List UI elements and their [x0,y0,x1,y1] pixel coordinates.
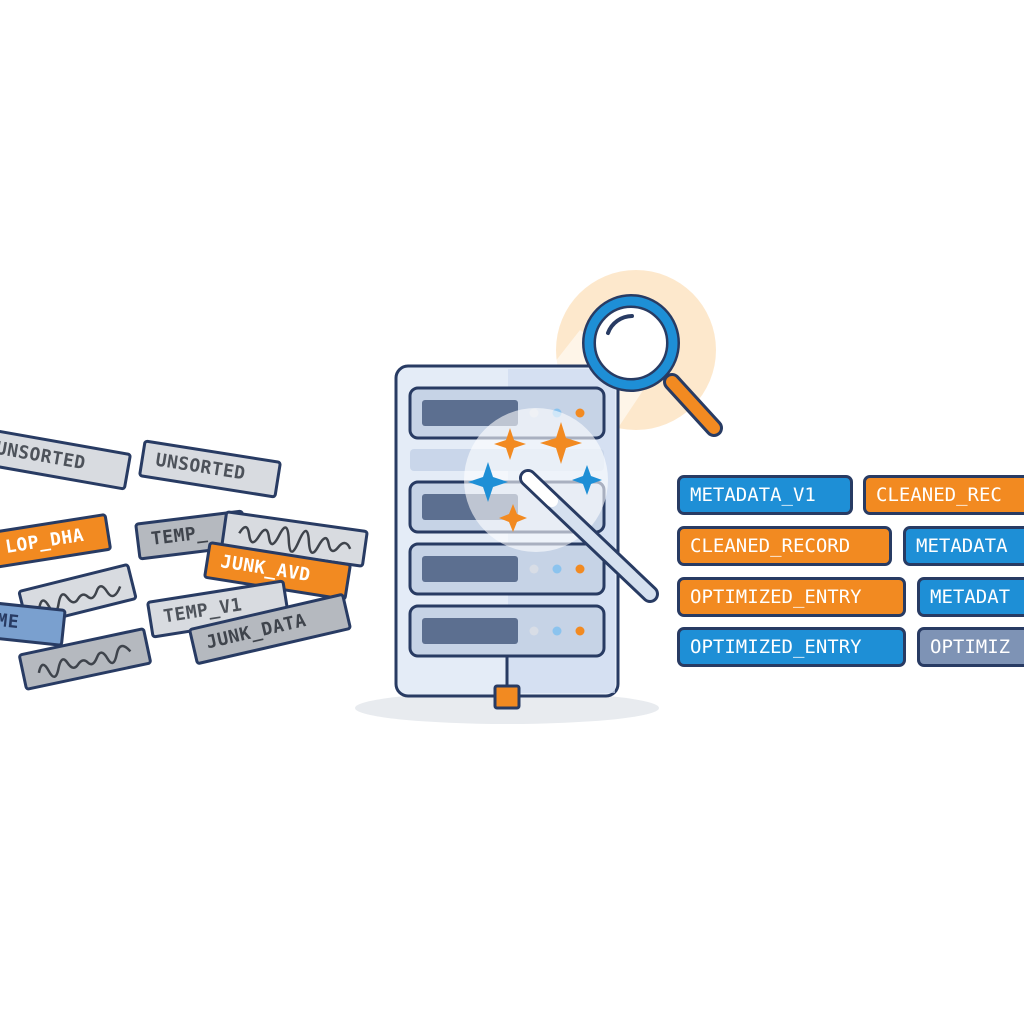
clean-tag: METADATA_V1 [677,475,853,515]
clean-tag: CLEANED_REC [863,475,1024,515]
messy-tag [17,626,153,692]
clean-tag-label: CLEANED_RECORD [690,535,851,557]
clean-tag-label: METADAT [930,586,1011,608]
scribble-icon [37,644,132,678]
clean-tag: METADAT [917,577,1024,617]
clean-tag: OPTIMIZED_ENTRY [677,627,906,667]
clean-tag-label: OPTIMIZED_ENTRY [690,586,862,608]
clean-tag-label: METADATA [916,535,1008,557]
clean-tag: OPTIMIZ [917,627,1024,667]
clean-tag: CLEANED_RECORD [677,526,892,566]
messy-tag [220,510,369,568]
clean-tag-label: OPTIMIZED_ENTRY [690,636,862,658]
clean-tag-label: CLEANED_REC [876,484,1002,506]
magic-wand-icon [519,469,659,603]
clean-tag-label: OPTIMIZ [930,636,1011,658]
scribble-icon [238,525,352,554]
clean-tag: OPTIMIZED_ENTRY [677,577,906,617]
sparkles-icon [468,422,602,532]
clean-tag-label: METADATA_V1 [690,484,816,506]
magnifier-icon [582,294,723,437]
clean-tag: METADATA [903,526,1024,566]
